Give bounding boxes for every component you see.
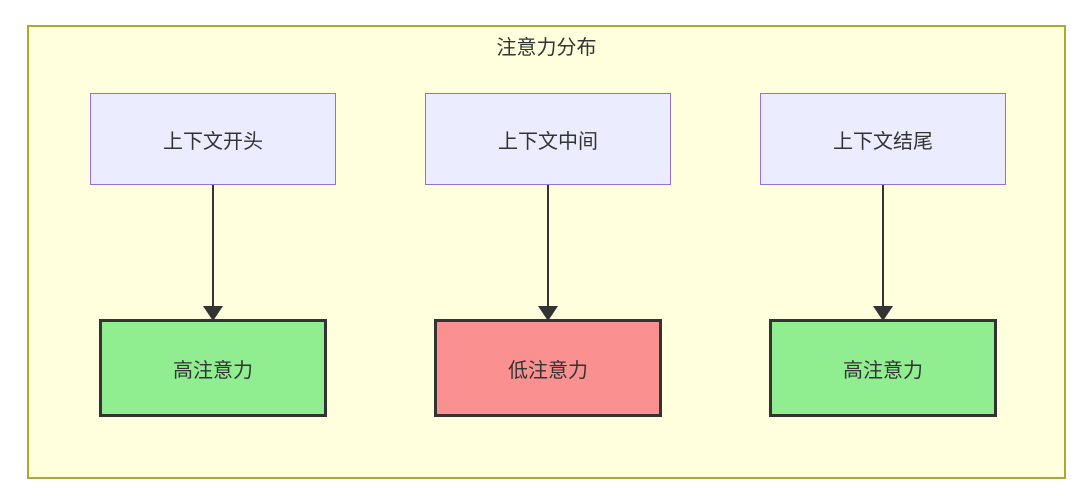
context-start-node: 上下文开头	[90, 93, 336, 185]
edge-arrow-down	[872, 185, 894, 321]
diagram-title: 注意力分布	[496, 37, 597, 59]
arrowhead-down-icon	[873, 306, 893, 321]
high-attention-node-right: 高注意力	[769, 319, 997, 417]
low-attention-node: 低注意力	[434, 319, 662, 417]
arrow-line	[547, 185, 549, 309]
arrowhead-down-icon	[203, 306, 223, 321]
flow-column-context-middle: 上下文中间 低注意力	[423, 27, 673, 477]
edge-arrow-down	[202, 185, 224, 321]
context-middle-node: 上下文中间	[425, 93, 671, 185]
context-end-node: 上下文结尾	[760, 93, 1006, 185]
flow-column-context-end: 上下文结尾 高注意力	[758, 27, 1008, 477]
attention-distribution-cluster: 注意力分布 上下文开头 高注意力 上下文中间 低注意力 上下文结尾	[27, 25, 1066, 479]
arrow-line	[882, 185, 884, 309]
high-attention-node-left: 高注意力	[99, 319, 327, 417]
arrowhead-down-icon	[538, 306, 558, 321]
arrow-line	[212, 185, 214, 309]
edge-arrow-down	[537, 185, 559, 321]
flow-column-context-start: 上下文开头 高注意力	[88, 27, 338, 477]
